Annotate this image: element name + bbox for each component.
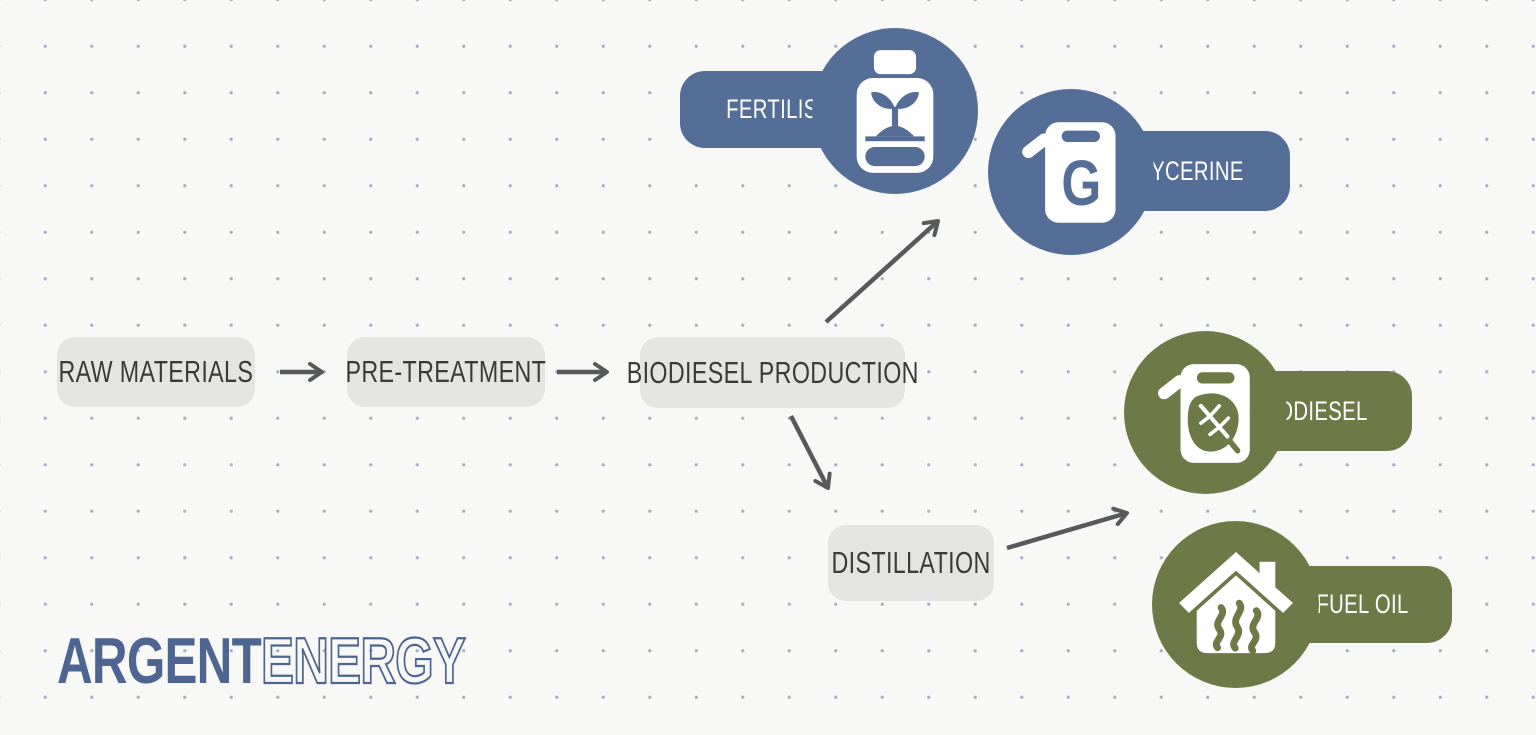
step-pre-treatment-label: PRE-TREATMENT — [345, 354, 547, 389]
arrow-production-to-glycerine — [824, 219, 940, 324]
logo-argent-text: ARGENT — [57, 624, 262, 697]
logo-energy-text: ENERGY — [260, 624, 466, 697]
arrow-distillation-to-biodiesel — [1006, 506, 1129, 551]
fertiliser-circle — [812, 28, 978, 194]
house-heat-icon — [1178, 551, 1293, 654]
step-biodiesel-production-label: BIODIESEL PRODUCTION — [626, 354, 919, 390]
glycerine-g-glyph: G — [1061, 148, 1101, 220]
arrow-production-to-distillation — [788, 414, 832, 490]
glycerine-circle: G — [988, 89, 1154, 255]
biodiesel-jerrycan-leaf-icon — [1157, 363, 1250, 463]
step-distillation: DISTILLATION — [828, 525, 994, 601]
step-biodiesel-production: BIODIESEL PRODUCTION — [626, 337, 918, 408]
biofuel-oil-circle — [1152, 521, 1319, 688]
step-pre-treatment: PRE-TREATMENT — [345, 337, 547, 407]
step-distillation-label: DISTILLATION — [831, 545, 991, 580]
glycerine-jerrycan-icon: G — [1022, 122, 1116, 223]
step-raw-materials: RAW MATERIALS — [57, 337, 255, 407]
argent-energy-logo: ARGENTENERGY — [57, 627, 467, 694]
step-raw-materials-label: RAW MATERIALS — [58, 354, 254, 389]
biodiesel-circle — [1124, 331, 1287, 494]
fertiliser-jar-icon — [856, 49, 934, 173]
